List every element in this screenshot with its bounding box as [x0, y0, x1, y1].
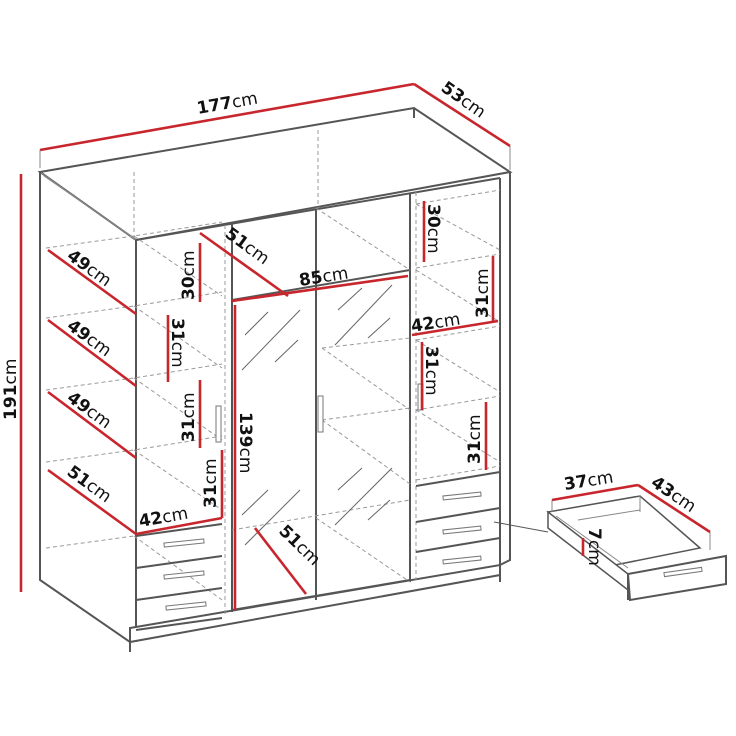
label-width: 177cm	[195, 89, 259, 119]
left-shelves	[45, 221, 223, 601]
mirror-door-reflections	[241, 284, 393, 546]
label-center-width: 85cm	[298, 263, 350, 291]
right-drawers	[415, 471, 549, 565]
dimension-lines	[19, 82, 711, 610]
label-left-shelf-width: 42cm	[137, 504, 189, 532]
label-drawer-width: 37cm	[563, 467, 615, 495]
label-center-top-depth: 51cm	[221, 224, 273, 269]
door-handle-left	[215, 405, 222, 443]
label-center-height: 139cm	[235, 412, 255, 473]
wardrobe-body	[37, 106, 513, 652]
center-compartment	[231, 207, 411, 611]
door-handle-center	[317, 395, 324, 433]
label-height: 191cm	[1, 359, 21, 420]
label-drawer-height: 7cm	[584, 528, 604, 566]
label-right-gap-2: 31cm	[473, 268, 493, 318]
label-right-gap-3: 31cm	[421, 346, 441, 396]
label-left-gap-1: 30cm	[179, 250, 199, 300]
label-left-gap-4: 31cm	[201, 458, 221, 508]
label-right-shelf-width: 42cm	[410, 309, 462, 337]
label-left-shelf-1: 49cm	[63, 246, 115, 291]
left-drawers	[135, 523, 223, 631]
label-left-gap-2: 31cm	[167, 318, 187, 368]
label-right-gap-4: 31cm	[465, 414, 485, 464]
label-right-gap-1: 30cm	[423, 204, 443, 254]
right-shelves	[415, 189, 501, 481]
label-left-gap-3: 31cm	[179, 392, 199, 442]
detached-drawer	[546, 495, 727, 602]
